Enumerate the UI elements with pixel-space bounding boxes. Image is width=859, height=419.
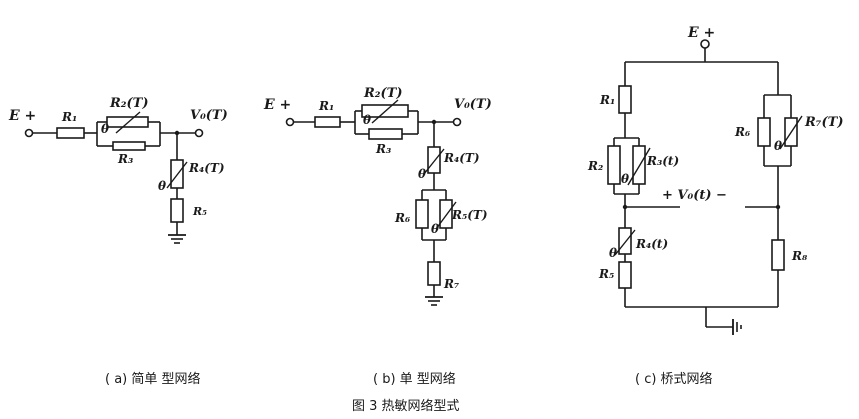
circuit-c-thermistor-r4-slash: [614, 229, 636, 256]
circuit-b-input-terminal: [285, 117, 295, 127]
circuit-b-label-r5: R₅(T): [451, 208, 488, 222]
circuit-b-label-v0: V₀(T): [454, 97, 492, 112]
circuit-c-resistor-r5: [618, 261, 632, 289]
circuit-c-label-r3: R₃(t): [646, 154, 679, 168]
circuit-a-label-v0: V₀(T): [190, 108, 228, 123]
circuit-a-theta-r2: θ: [101, 122, 109, 136]
circuit-b-theta-r4: θ: [418, 167, 426, 181]
circuit-c-supply-terminal: [700, 39, 710, 49]
circuit-a-thermistor-r2-slash: [115, 111, 141, 134]
circuit-a-label-r2: R₂(T): [109, 96, 148, 111]
circuit-c-resistor-r2: [607, 145, 621, 185]
circuit-b-label-r3: R₃: [375, 142, 391, 156]
circuit-a-thermistor-r2: [106, 116, 149, 128]
circuit-b-theta-r5: θ: [431, 222, 439, 236]
circuit-c-resistor-r6: [757, 117, 771, 147]
circuit-a-label-r4: R₄(T): [188, 161, 225, 175]
circuit-b-label-r4: R₄(T): [443, 151, 480, 165]
circuit-b: E + R₁ R₂(T) R₃ R₄(T) R₅(T) R₆ R₇ V₀(T) …: [263, 86, 492, 387]
circuit-c-label-r4: R₄(t): [635, 237, 668, 251]
circuit-c-theta-r4: θ: [609, 246, 617, 260]
circuit-b-thermistor-r5: [439, 199, 453, 229]
circuit-c-theta-r7: θ: [774, 139, 782, 153]
circuit-a-label-r3: R₃: [117, 152, 133, 166]
circuit-c-label-v0: + V₀(t) −: [662, 188, 727, 203]
circuit-a-junction: [174, 130, 180, 136]
circuit-a-label-e: E +: [8, 108, 36, 124]
circuit-a-resistor-r1: [56, 127, 85, 139]
circuit-c-theta-r3: θ: [621, 172, 629, 186]
circuit-a-theta-r4: θ: [158, 179, 166, 193]
circuit-a-label-r5: R₅: [192, 205, 207, 218]
circuit-b-junction: [431, 119, 437, 125]
circuit-b-resistor-r7: [427, 261, 441, 286]
circuit-c-label-r2: R₂: [587, 159, 603, 173]
circuit-b-resistor-r6: [415, 199, 429, 229]
circuit-b-label-r2: R₂(T): [363, 86, 402, 101]
circuit-a-output-terminal: [194, 128, 204, 138]
circuit-b-theta-r2: θ: [363, 113, 371, 127]
circuit-b-thermistor-r5-slash: [435, 201, 457, 230]
circuit-a-thermistor-r4-slash: [166, 161, 188, 189]
circuit-a-resistor-r3: [112, 141, 146, 151]
circuit-b-resistor-r3: [368, 128, 403, 140]
circuit-b-thermistor-r4: [427, 146, 441, 174]
circuit-c-thermistor-r3-slash: [627, 147, 651, 186]
circuit-a: E + R₁ R₂(T) R₃ R₄(T) R₅ V₀(T) θ θ ( a) …: [8, 96, 228, 387]
circuit-c-junction-right: [775, 204, 781, 210]
circuit-b-label-e: E +: [263, 97, 291, 113]
circuit-b-resistor-r1: [314, 116, 341, 128]
circuit-c-label-r7: R₇(T): [804, 115, 843, 130]
figure-caption: 图 3 热敏网络型式: [352, 398, 460, 414]
circuit-c-label-e: E +: [687, 25, 715, 41]
circuit-b-label-r7: R₇: [443, 277, 459, 291]
circuit-b-thermistor-r2-slash: [371, 99, 399, 124]
circuit-c-thermistor-r4: [618, 227, 632, 255]
circuit-a-label-r1: R₁: [61, 110, 77, 124]
circuit-a-caption: ( a) 简单 型网络: [105, 371, 201, 387]
circuit-a-resistor-r5: [170, 198, 184, 223]
circuit-b-label-r6: R₆: [394, 211, 410, 225]
circuit-c-label-r8: R₈: [791, 249, 808, 263]
circuit-b-thermistor-r4-slash: [423, 148, 445, 175]
circuit-c-resistor-r1: [618, 85, 632, 114]
circuit-b-output-terminal: [452, 117, 462, 127]
circuit-b-caption: ( b) 单 型网络: [373, 371, 456, 387]
circuit-c-label-r6: R₆: [734, 125, 750, 139]
circuit-c: E + R₁ R₂ R₃(t) R₄(t) R₅ R₆ R₇(T) R₈ + V…: [587, 25, 843, 387]
circuit-c-thermistor-r7-slash: [779, 115, 803, 150]
circuit-c-caption: ( c) 桥式网络: [635, 371, 713, 387]
circuit-c-junction-left: [622, 204, 628, 210]
circuit-c-resistor-r8: [771, 239, 785, 271]
circuit-c-wires: [613, 48, 792, 335]
circuit-c-label-r1: R₁: [599, 93, 615, 107]
circuit-b-label-r1: R₁: [318, 99, 334, 113]
circuit-a-input-terminal: [24, 128, 34, 138]
circuit-c-label-r5: R₅: [598, 267, 614, 281]
circuit-c-thermistor-r3: [632, 145, 646, 185]
